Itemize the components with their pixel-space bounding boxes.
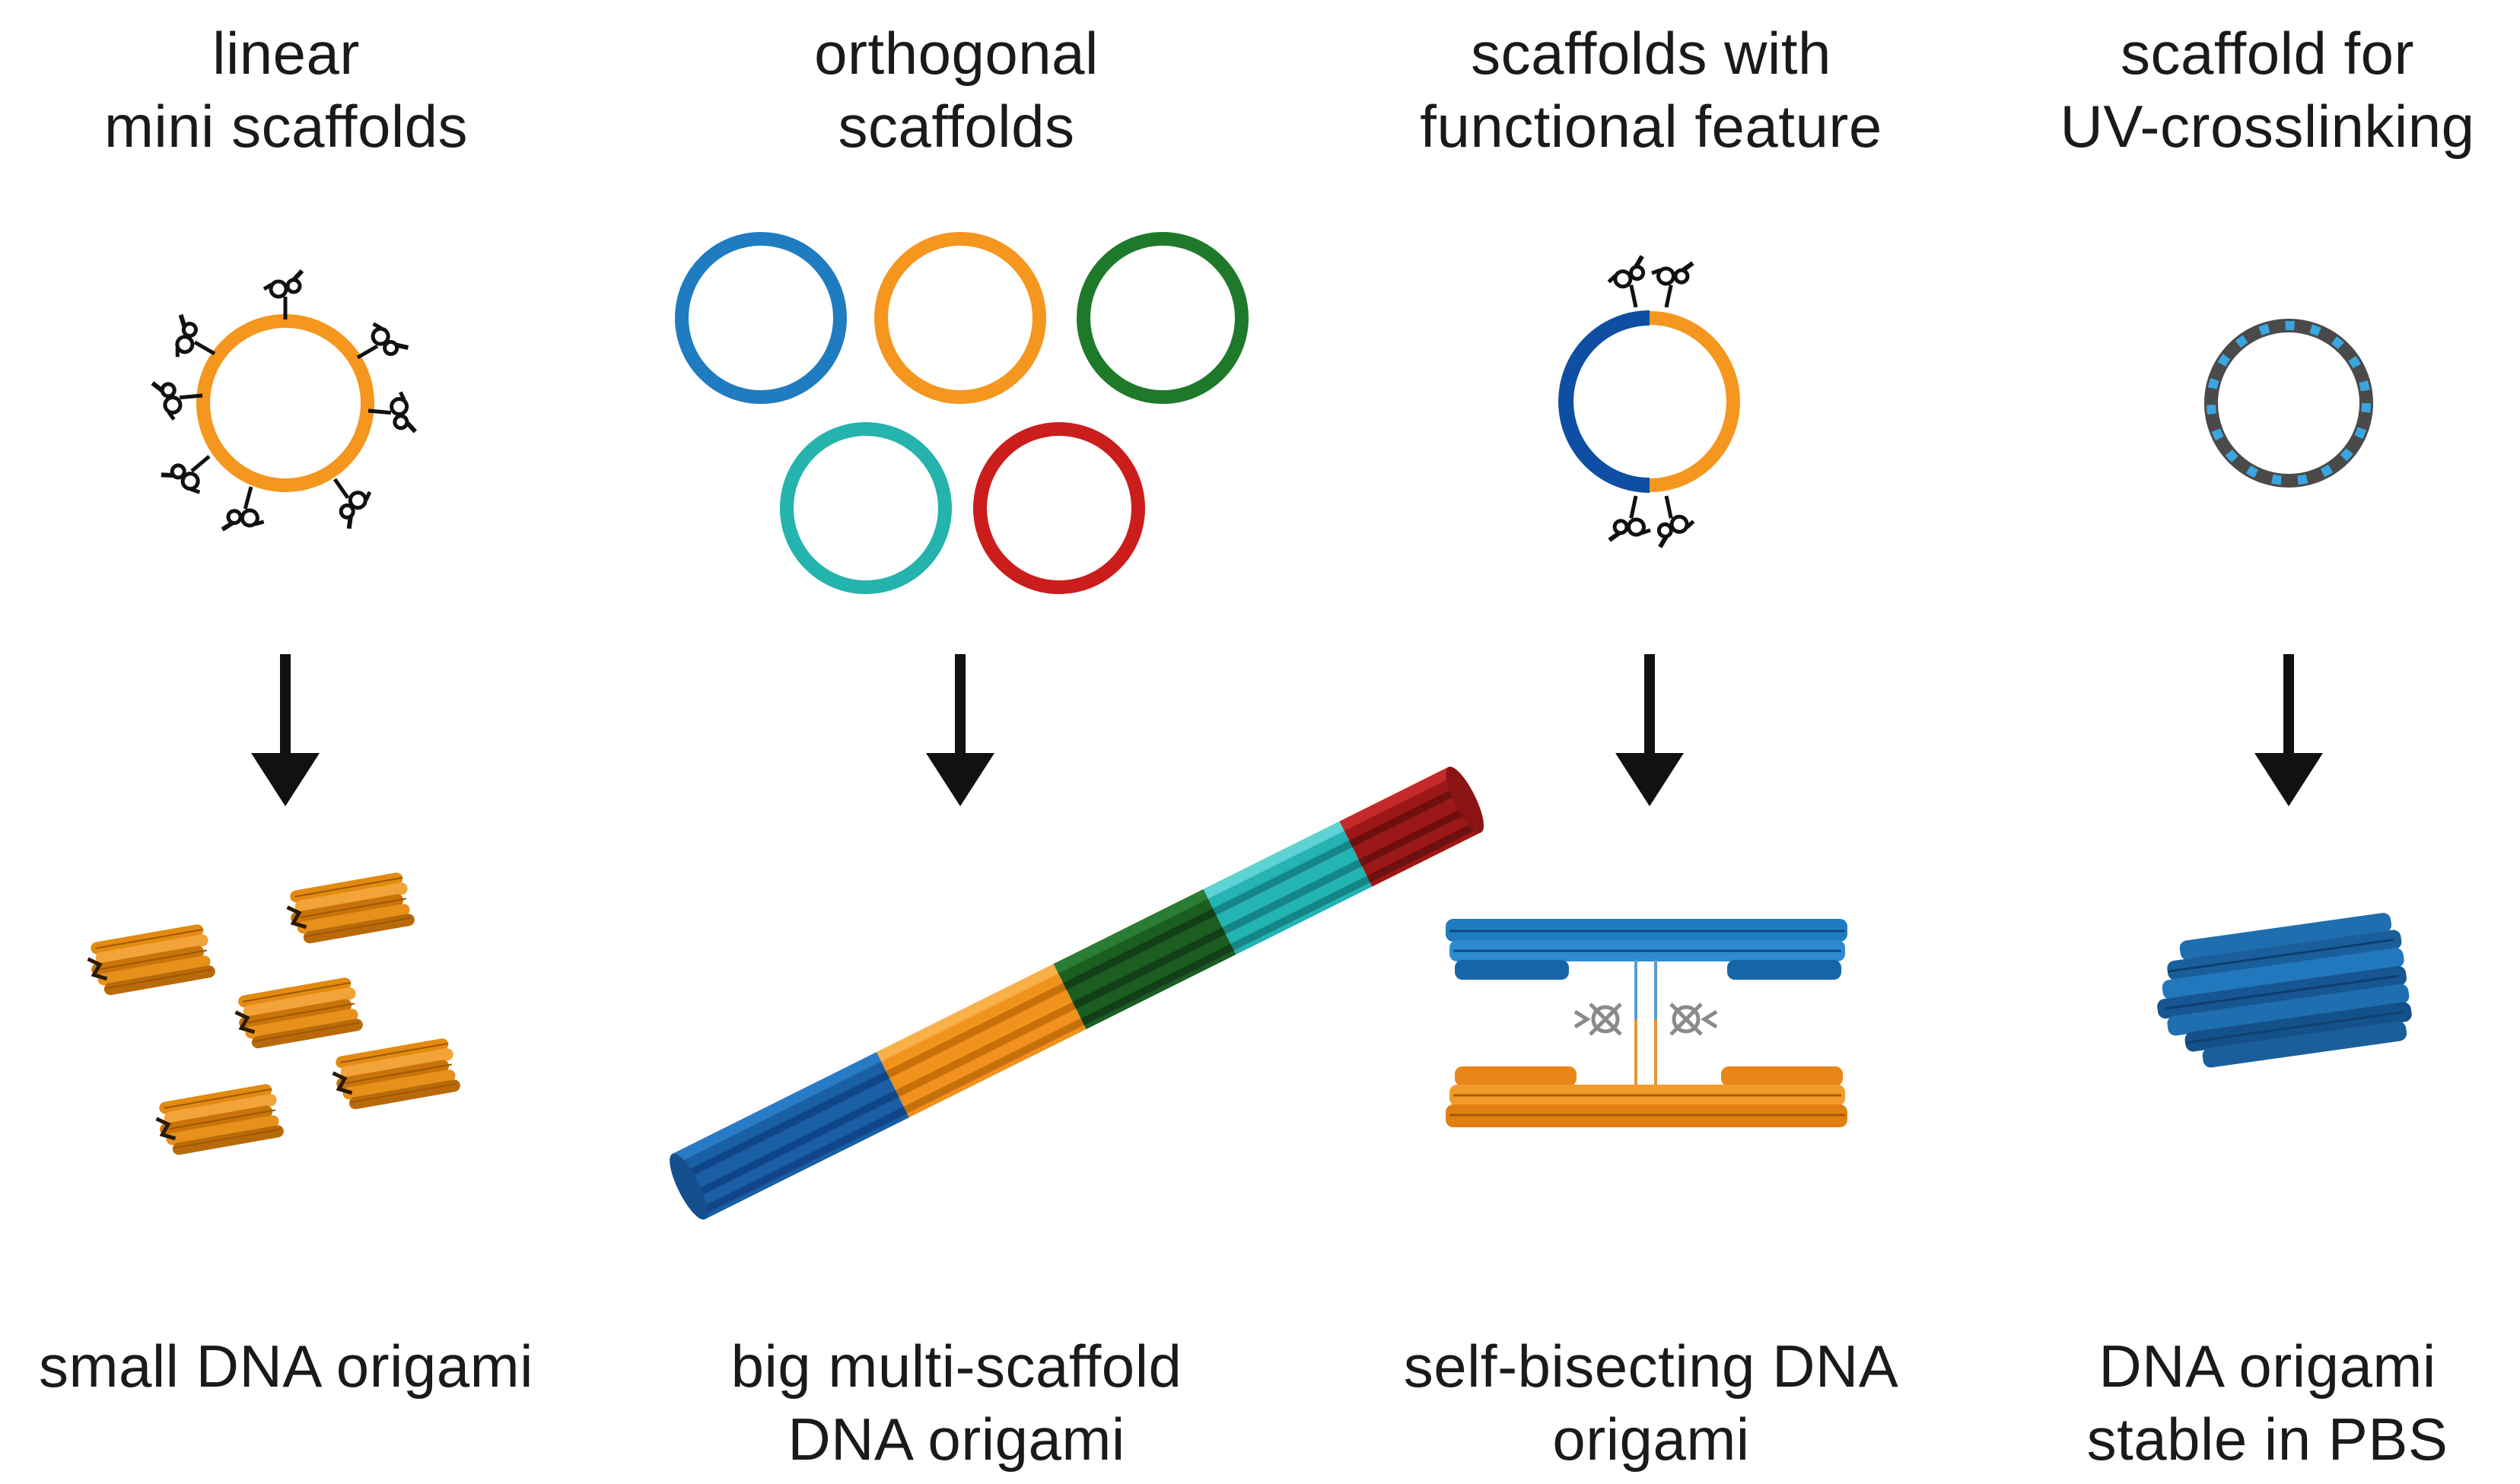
uv-scaffold-ring-group (2204, 319, 2373, 488)
label-line: UV-crosslinking (2060, 93, 2475, 160)
orthogonal-scaffold-rings (675, 232, 1249, 594)
modification-handle-icon (264, 271, 302, 319)
down-arrow-icon (251, 654, 320, 806)
modification-handle-icon (1646, 256, 1693, 311)
teal-scaffold-ring (780, 422, 952, 594)
small-origami-bundle (285, 871, 415, 946)
down-arrow-icon (926, 654, 994, 806)
label-small-dna-origami: small DNA origami (0, 1330, 572, 1403)
label-line: origami (1552, 1406, 1750, 1473)
orange-half-ring (1649, 311, 1740, 492)
green-scaffold-ring (1077, 232, 1249, 404)
label-orthogonal-scaffolds: orthogonal scaffolds (625, 17, 1287, 163)
functional-scaffold-ring-group (1558, 256, 1740, 548)
small-origami-bundle (233, 976, 364, 1051)
label-self-bisecting-origami: self-bisecting DNA origami (1347, 1330, 1955, 1476)
label-linear-mini-scaffolds: linear mini scaffolds (0, 17, 572, 163)
label-big-multi-scaffold-origami: big multi-scaffold DNA origami (625, 1330, 1287, 1476)
orange-scaffold-ring (196, 314, 374, 492)
label-line: orthogonal (814, 20, 1099, 87)
red-scaffold-ring (973, 422, 1145, 594)
small-origami-bundles (85, 871, 461, 1158)
uv-crosslink-dots (2207, 321, 2371, 485)
modification-handle-icon (367, 389, 418, 431)
label-line: linear (212, 20, 360, 87)
modification-handle-icon (1650, 491, 1697, 547)
modification-handle-icon (222, 482, 272, 539)
label-line: scaffolds with (1471, 20, 1831, 87)
label-line: scaffold for (2120, 20, 2415, 87)
label-line: self-bisecting DNA (1403, 1333, 1899, 1400)
label-line: scaffolds (838, 93, 1075, 160)
small-origami-bundle (85, 923, 216, 998)
orange-scaffold-ring (874, 232, 1046, 404)
label-line: stable in PBS (2086, 1406, 2448, 1473)
label-line: big multi-scaffold (730, 1333, 1182, 1400)
down-arrow-icon (1615, 654, 1684, 806)
label-line: mini scaffolds (103, 93, 469, 160)
label-scaffold-uv-crosslinking: scaffold for UV-crosslinking (2015, 17, 2520, 163)
small-origami-bundle (330, 1037, 461, 1112)
label-scaffolds-functional-feature: scaffolds with functional feature (1347, 17, 1955, 163)
label-line: DNA origami (788, 1406, 1125, 1473)
multi-scaffold-origami (670, 766, 1484, 1220)
mini-scaffold-ring-group (152, 271, 418, 539)
down-arrow-icon (2254, 654, 2323, 806)
modification-handle-icon (1609, 492, 1656, 548)
blue-scaffold-ring (675, 232, 847, 404)
self-bisecting-origami (1446, 919, 1847, 1127)
modification-handle-icon (1605, 256, 1652, 312)
label-line: functional feature (1420, 93, 1882, 160)
small-origami-bundle (154, 1082, 285, 1158)
crosslinked-origami-block (2157, 913, 2412, 1068)
label-line: small DNA origami (39, 1333, 533, 1400)
blue-half-ring (1558, 310, 1650, 493)
label-line: DNA origami (2098, 1333, 2436, 1400)
label-origami-stable-pbs: DNA origami stable in PBS (2015, 1330, 2520, 1476)
